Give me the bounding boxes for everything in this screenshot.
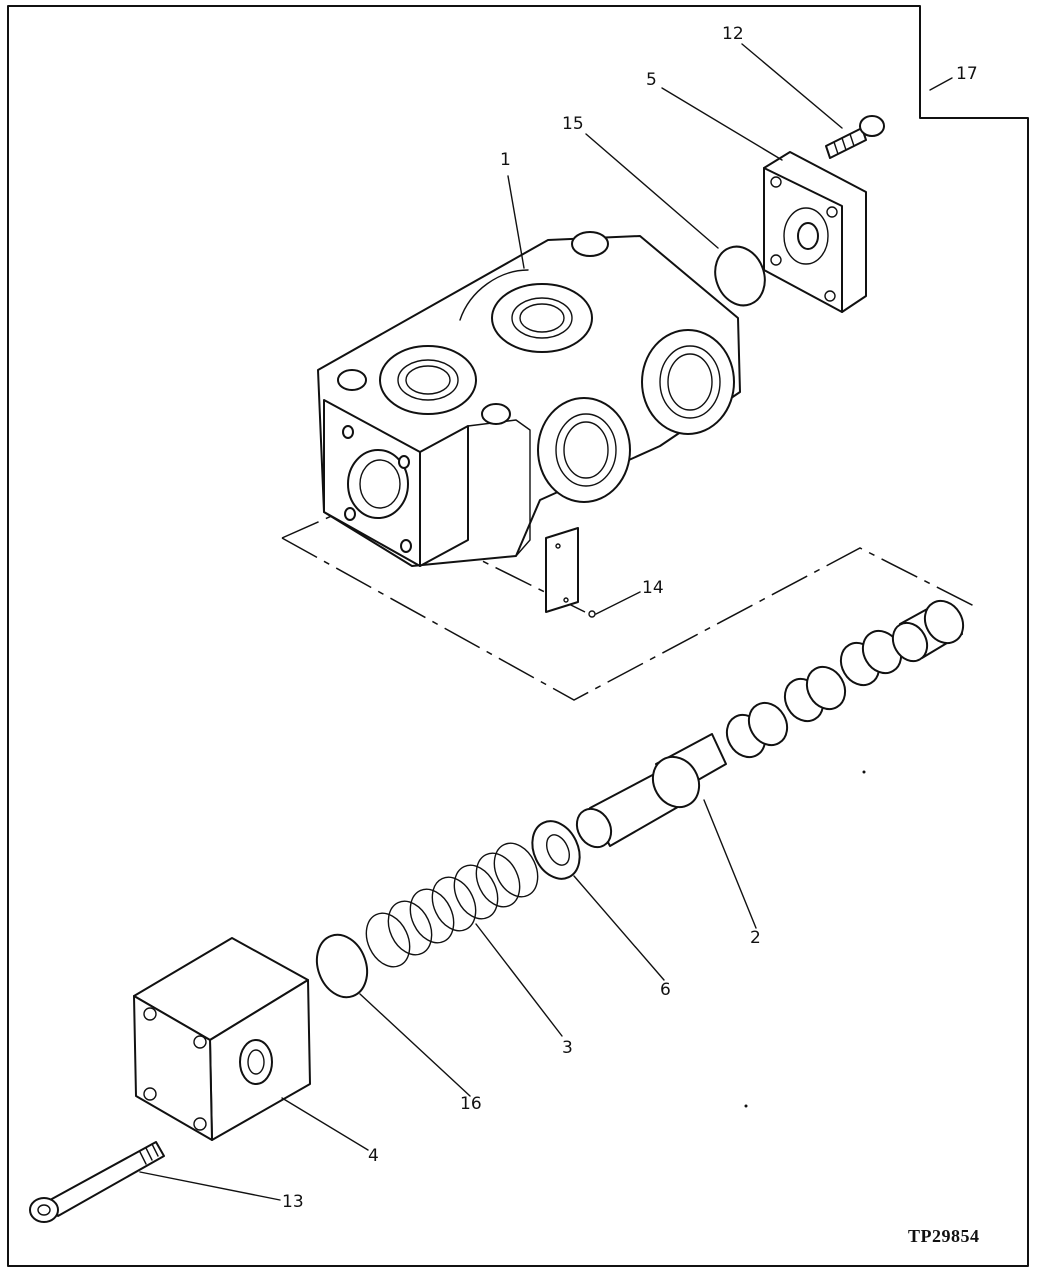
leader-lines <box>139 43 953 1201</box>
callout-5: 5 <box>646 70 657 90</box>
cover-plate <box>763 151 867 313</box>
speck <box>744 1104 748 1108</box>
cap-screw-upper <box>825 115 885 159</box>
callout-6: 6 <box>660 980 671 1000</box>
nameplate <box>545 527 596 618</box>
end-cap <box>133 937 311 1141</box>
callout-1: 1 <box>500 150 511 170</box>
o-ring-upper <box>714 245 766 307</box>
callout-17: 17 <box>956 64 978 84</box>
callout-12: 12 <box>722 24 744 44</box>
callout-15: 15 <box>562 114 584 134</box>
o-ring-lower <box>315 933 369 999</box>
spring <box>365 842 539 968</box>
speck <box>862 770 866 774</box>
spring-seat-washer <box>531 820 581 880</box>
callout-2: 2 <box>750 928 761 948</box>
cap-screw-lower <box>29 1141 165 1223</box>
callout-13: 13 <box>282 1192 304 1212</box>
figure-reference-code: TP29854 <box>908 1226 980 1246</box>
callout-3: 3 <box>562 1038 573 1058</box>
diagram-frame <box>7 5 1029 1267</box>
callout-4: 4 <box>368 1146 379 1166</box>
callout-16: 16 <box>460 1094 482 1114</box>
valve-housing <box>317 231 741 567</box>
spool <box>575 599 965 849</box>
callout-14: 14 <box>642 578 664 598</box>
